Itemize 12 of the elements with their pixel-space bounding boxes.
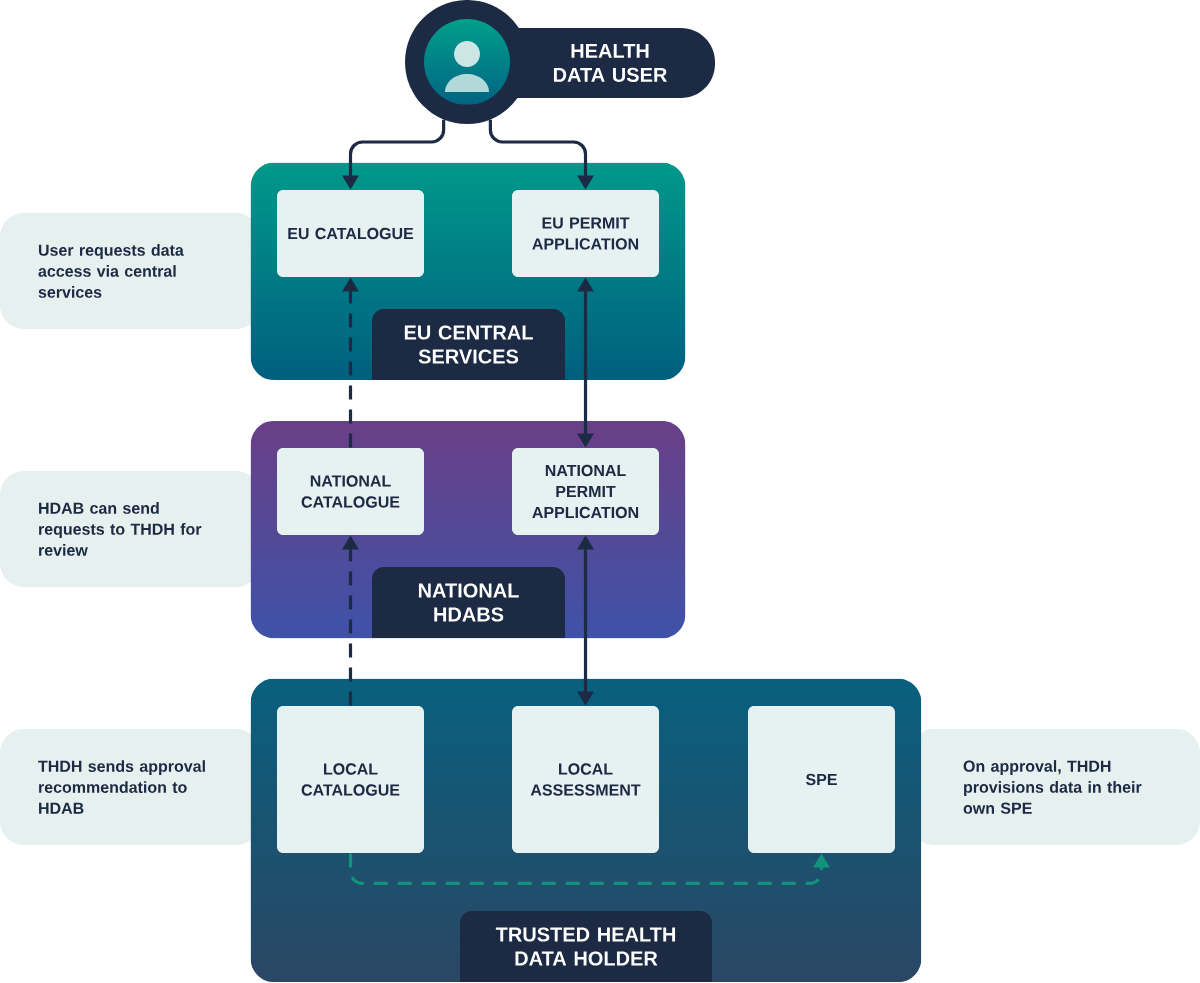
component-box: NATIONAL CATALOGUE	[277, 448, 424, 535]
component-box: EU CATALOGUE	[277, 190, 424, 277]
note-box: On approval, THDH provisions data in their own SPE	[910, 729, 1200, 845]
component-box: LOCAL CATALOGUE	[277, 706, 424, 853]
component-box: NATIONAL PERMIT APPLICATION	[512, 448, 659, 535]
component-box: LOCAL ASSESSMENT	[512, 706, 659, 853]
note-box: User requests data access via central services	[0, 213, 260, 329]
component-box: SPE	[748, 706, 895, 853]
user-badge: HEALTH DATA USER	[405, 0, 715, 124]
note-box: THDH sends approval recommendation to HDAB	[0, 729, 260, 845]
note-box: HDAB can send requests to THDH for review	[0, 471, 260, 587]
component-box: EU PERMIT APPLICATION	[512, 190, 659, 277]
